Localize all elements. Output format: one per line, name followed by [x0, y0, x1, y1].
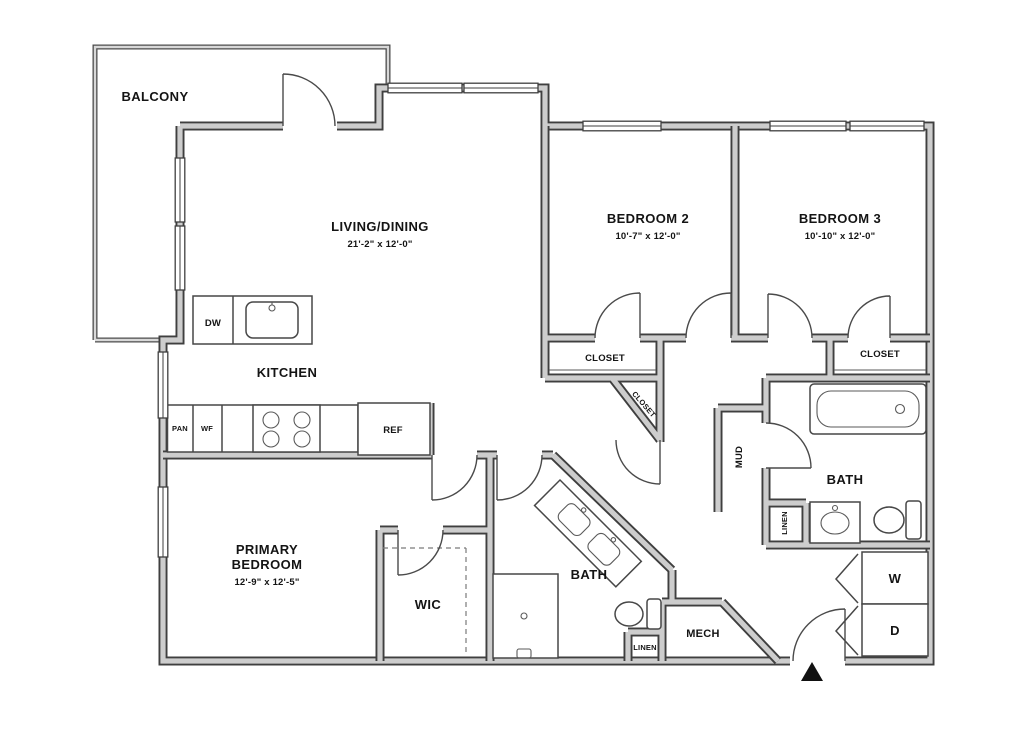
wic-door-arc: [397, 529, 444, 576]
bath-primary-door-arc: [765, 422, 812, 469]
bath-hall-label: BATH: [571, 567, 608, 582]
linen-bath-label: LINEN: [780, 511, 789, 535]
window: [769, 120, 847, 132]
window: [174, 157, 186, 223]
balcony-label: BALCONY: [121, 89, 188, 104]
toilet-primary-icon: [873, 500, 922, 540]
washer-label: W: [889, 571, 902, 586]
stove: [252, 404, 321, 453]
bedroom3-label: BEDROOM 3: [799, 211, 881, 226]
closet2-door-arc: [594, 292, 641, 339]
window: [463, 82, 539, 94]
bifold-door-icon: [834, 605, 859, 656]
bedroom3-dims: 10'-10" x 12'-0": [805, 231, 876, 242]
wic-label: WIC: [415, 597, 442, 612]
closet-bedroom2-label: CLOSET: [585, 353, 625, 364]
window: [157, 351, 169, 419]
dryer-label: D: [890, 623, 900, 638]
dishwasher-label: DW: [205, 318, 221, 329]
bedroom2-label: BEDROOM 2: [607, 211, 689, 226]
linen-hall-label: LINEN: [633, 643, 657, 652]
vanity-primary-icon: [809, 501, 861, 544]
bedroom2-door-arc: [685, 292, 732, 339]
refrigerator-nook: [357, 402, 431, 456]
living-dining-label: LIVING/DINING: [331, 219, 429, 234]
balcony-walls: [92, 44, 391, 343]
mud-label: MUD: [734, 446, 745, 468]
shower-icon: [492, 573, 559, 659]
window: [387, 82, 463, 94]
primary-bedroom-dims: 12'-9" x 12'-5": [234, 577, 299, 588]
bath-primary-label: BATH: [827, 472, 864, 487]
balcony-door-arc: [282, 73, 336, 127]
kitchen-sink-icon: [245, 301, 299, 339]
washer-dryer: [834, 551, 929, 657]
bathtub-icon: [809, 383, 927, 435]
window: [157, 486, 169, 558]
entry-marker-triangle: [801, 662, 823, 681]
window: [174, 225, 186, 291]
doors: [282, 73, 891, 662]
kitchen-island: [192, 295, 313, 345]
bifold-door-icon: [834, 553, 859, 604]
window: [582, 120, 662, 132]
primary-bedroom-door-arc: [431, 454, 478, 501]
closet3-door-arc: [847, 295, 891, 339]
closet-bedroom3-label: CLOSET: [860, 349, 900, 360]
wic-shelving: [383, 547, 467, 655]
double-vanity-icon: [533, 478, 643, 588]
wf-label: WF: [201, 424, 213, 433]
dryer-box: [861, 603, 929, 657]
kitchen-label: KITCHEN: [257, 365, 318, 380]
primary-bedroom-label-2: BEDROOM: [232, 557, 303, 572]
bath-hall-door-arc: [496, 454, 543, 501]
bedroom2-dims: 10'-7" x 12'-0": [615, 231, 680, 242]
mech-label: MECH: [686, 628, 720, 640]
toilet-hall-icon: [614, 598, 662, 630]
pantry-label: PAN: [172, 424, 188, 433]
bedroom3-door-arc: [767, 293, 813, 339]
interior-walls: [163, 126, 930, 665]
washer-box: [861, 551, 929, 605]
entry-door-arc: [792, 608, 846, 662]
refrigerator-label: REF: [383, 425, 403, 436]
primary-bedroom-label-1: PRIMARY: [236, 542, 298, 557]
hall-closet-door-arc: [615, 439, 661, 485]
living-dining-dims: 21'-2" x 12'-0": [347, 239, 412, 250]
windows: [157, 82, 925, 558]
window: [849, 120, 925, 132]
